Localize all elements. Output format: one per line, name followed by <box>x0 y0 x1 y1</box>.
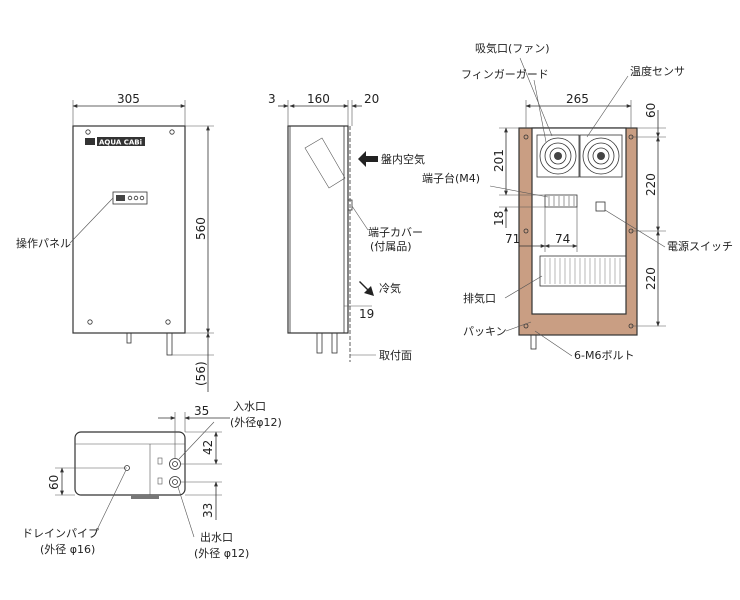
side-dim-20: 20 <box>364 92 379 106</box>
bottom-dim-60: 60 <box>47 475 61 490</box>
internal-air-label: 盤内空気 <box>381 152 425 166</box>
side-pipe <box>331 332 338 354</box>
terminal-cover-sub: (付属品) <box>370 240 412 253</box>
bottom-dim-35: 35 <box>194 404 209 418</box>
panel-button <box>139 195 145 201</box>
water-out-label: 出水口 <box>200 530 233 544</box>
bolt <box>523 228 529 234</box>
front-height-dim: 560 <box>194 217 208 240</box>
power-switch-label: 電源スイッチ <box>667 239 733 253</box>
front-bottom-dim: (56) <box>194 361 208 386</box>
temp-sensor-label: 温度センサ <box>630 64 685 78</box>
water-inlet-port <box>169 458 181 470</box>
back-dim-220-top: 220 <box>644 173 658 196</box>
internal-duct <box>304 137 346 189</box>
front-view: AQUA CABi 305 560 (56) 操作パネル <box>16 92 214 392</box>
exhaust-label: 排気口 <box>463 291 496 305</box>
packing-label: パッキン <box>463 325 507 338</box>
side-view: 3 160 20 盤内空気 端子カバー (付属品) 冷気 19 取付面 <box>268 92 425 362</box>
bottom-housing <box>74 431 186 496</box>
intake-label: 吸気口(ファン) <box>475 41 550 55</box>
power-switch <box>595 201 606 212</box>
panel-button <box>127 195 133 201</box>
water-pipe-stub <box>166 332 173 356</box>
back-dim-220-bottom: 220 <box>644 267 658 290</box>
logo-badge <box>97 137 145 146</box>
cool-air-arrow <box>359 281 374 296</box>
water-in-sub: (外径φ12) <box>230 416 282 429</box>
intake-fan-right <box>579 134 623 178</box>
panel-display <box>116 195 125 201</box>
back-dim-74: 74 <box>555 232 570 246</box>
intake-fan-left <box>536 134 580 178</box>
back-width-dim: 265 <box>566 92 589 106</box>
back-dim-60: 60 <box>644 103 658 118</box>
screw <box>87 319 93 325</box>
side-dim-3: 3 <box>268 92 276 106</box>
drain-pipe-stub <box>126 332 132 344</box>
drain-sub: (外径 φ16) <box>40 543 95 556</box>
side-housing <box>287 125 349 334</box>
screw <box>165 319 171 325</box>
side-pipe <box>316 332 323 354</box>
back-view: 265 60 220 220 201 18 71 74 吸気口(ファン) フィン… <box>422 41 733 362</box>
bolt <box>523 134 529 140</box>
bottom-view: 35 42 33 60 入水口 (外径φ12) 出水口 (外径 φ12) ドレイ… <box>22 400 282 560</box>
bottom-connector <box>131 495 159 499</box>
drain-label: ドレインパイプ <box>22 527 99 540</box>
exhaust-grille <box>539 255 627 287</box>
back-dim-71: 71 <box>505 232 520 246</box>
front-width-dim: 305 <box>117 92 140 106</box>
bottom-dim-42: 42 <box>201 440 215 455</box>
terminal-cover-label: 端子カバー <box>368 226 423 239</box>
water-out-sub: (外径 φ12) <box>194 547 249 560</box>
panel-button <box>133 195 139 201</box>
terminal-block-label: 端子台(M4) <box>422 171 480 185</box>
internal-air-arrow <box>358 151 378 167</box>
screw <box>169 129 175 135</box>
back-pipe-stub <box>530 334 537 350</box>
water-outlet-port <box>169 476 181 488</box>
back-dim-201: 201 <box>492 149 506 172</box>
back-dim-18: 18 <box>492 211 506 226</box>
bottom-dim-33: 33 <box>201 503 215 518</box>
water-in-label: 入水口 <box>233 400 266 413</box>
side-dim-160: 160 <box>307 92 330 106</box>
cool-air-label: 冷気 <box>379 281 401 295</box>
front-housing <box>72 125 186 334</box>
logo-text: AQUA CABi <box>99 139 142 147</box>
bolts-label: 6-M6ボルト <box>574 349 634 362</box>
side-bottom-dim: 19 <box>359 307 374 321</box>
screw <box>85 129 91 135</box>
mounting-surface-label: 取付面 <box>379 349 412 362</box>
terminal-block <box>544 194 578 208</box>
logo-mark <box>85 138 95 145</box>
control-panel-label: 操作パネル <box>16 236 71 250</box>
finger-guard-label: フィンガーガード <box>461 68 549 81</box>
